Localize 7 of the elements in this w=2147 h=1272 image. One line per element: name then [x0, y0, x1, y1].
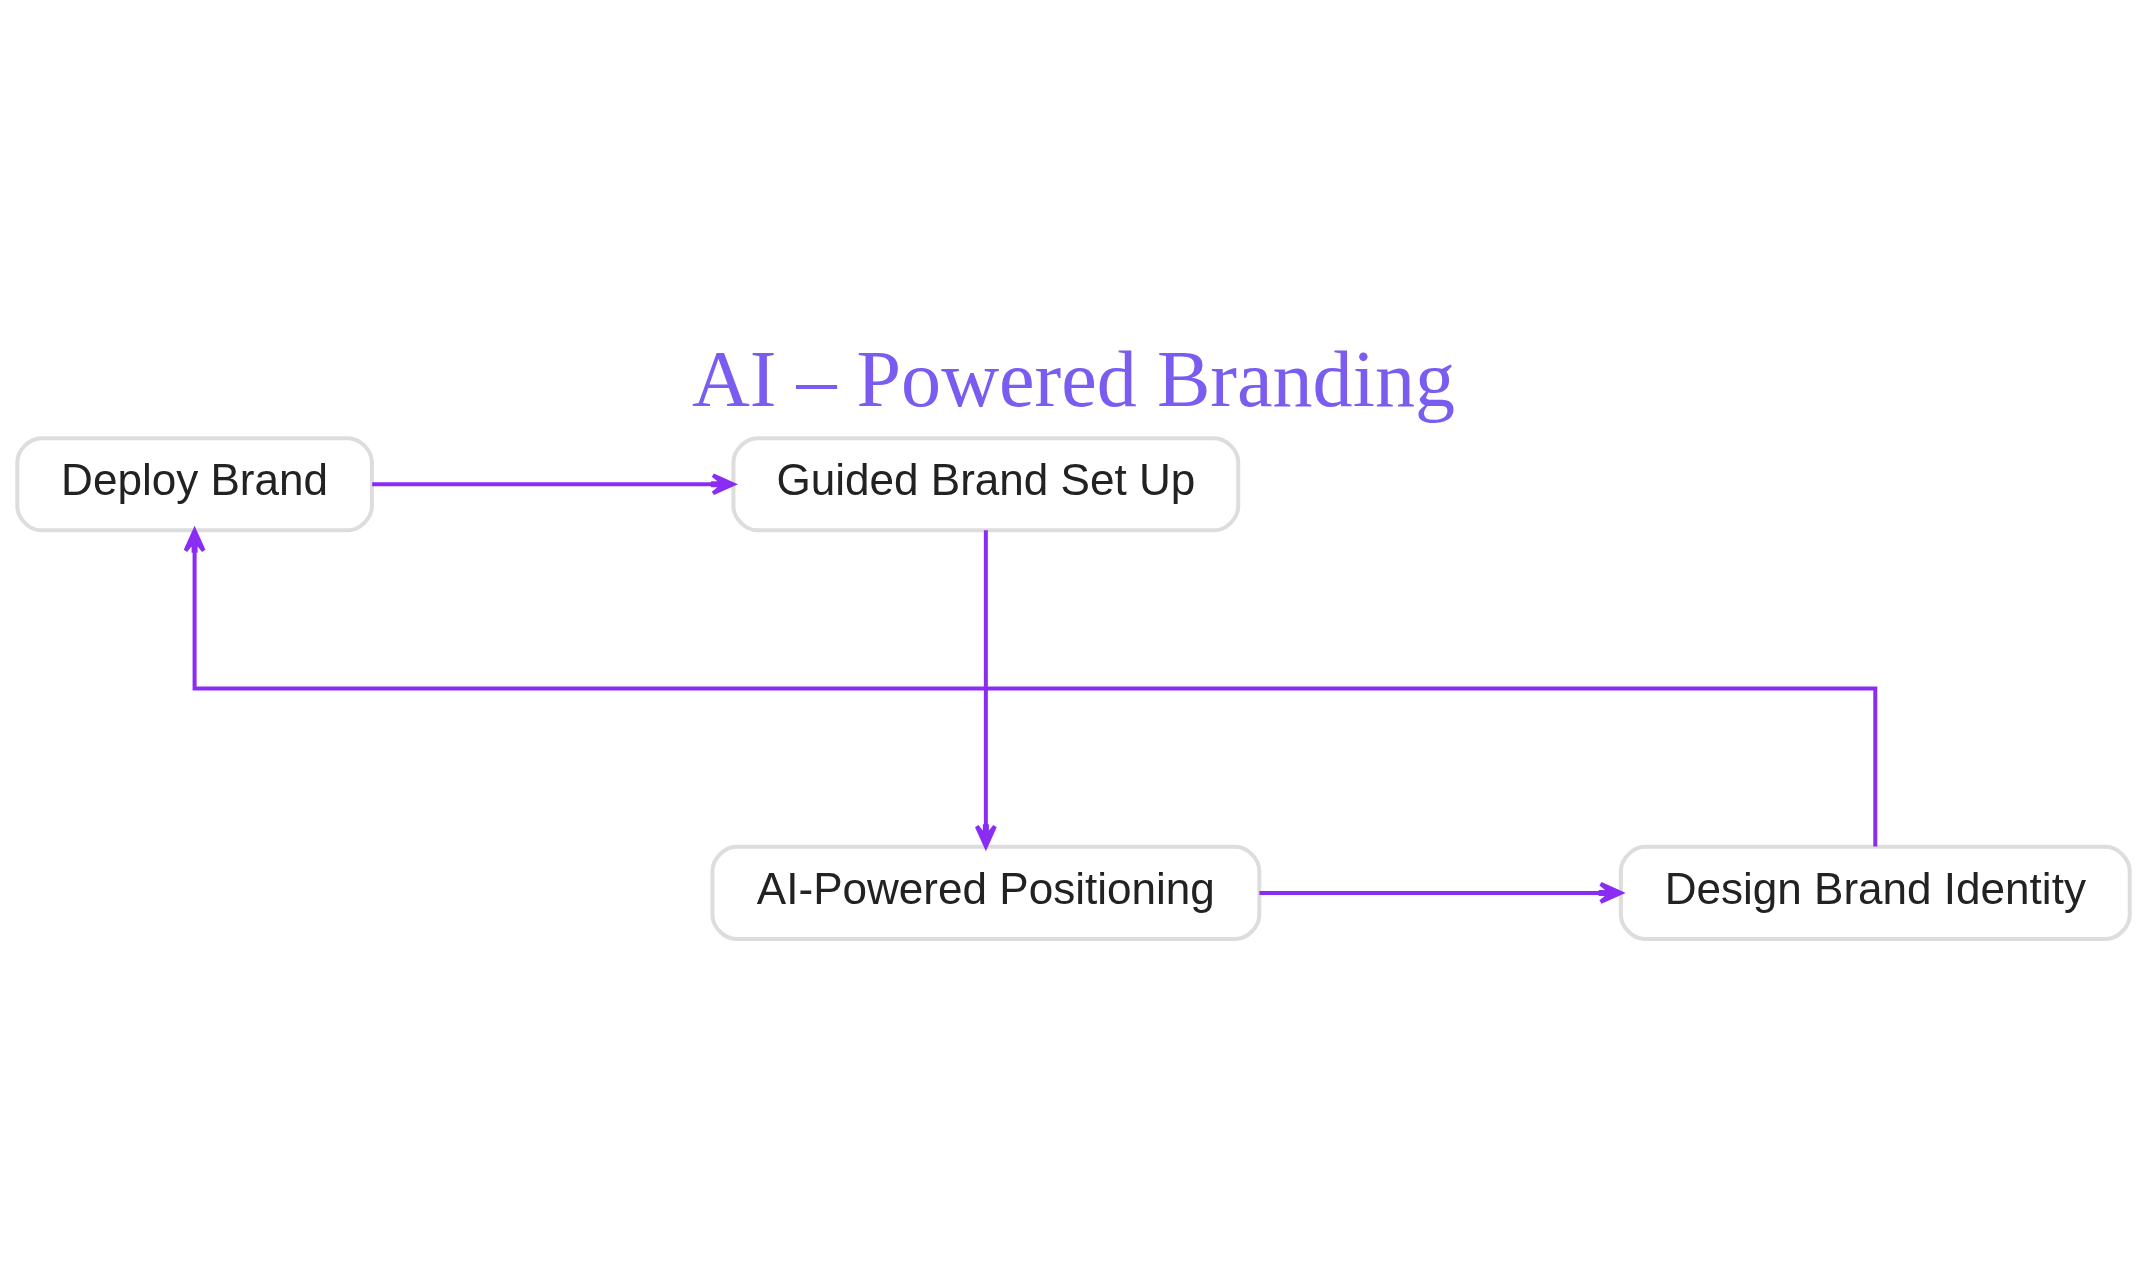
diagram-title: AI – Powered Branding: [691, 334, 1456, 423]
node-box: AI-Powered Positioning: [710, 844, 1262, 941]
arrow: [372, 472, 736, 495]
node-box: Deploy Brand: [15, 435, 374, 532]
arrow: [1259, 881, 1623, 904]
node-box: Design Brand Identity: [1618, 844, 2132, 941]
node-box: Guided Brand Set Up: [731, 435, 1241, 532]
